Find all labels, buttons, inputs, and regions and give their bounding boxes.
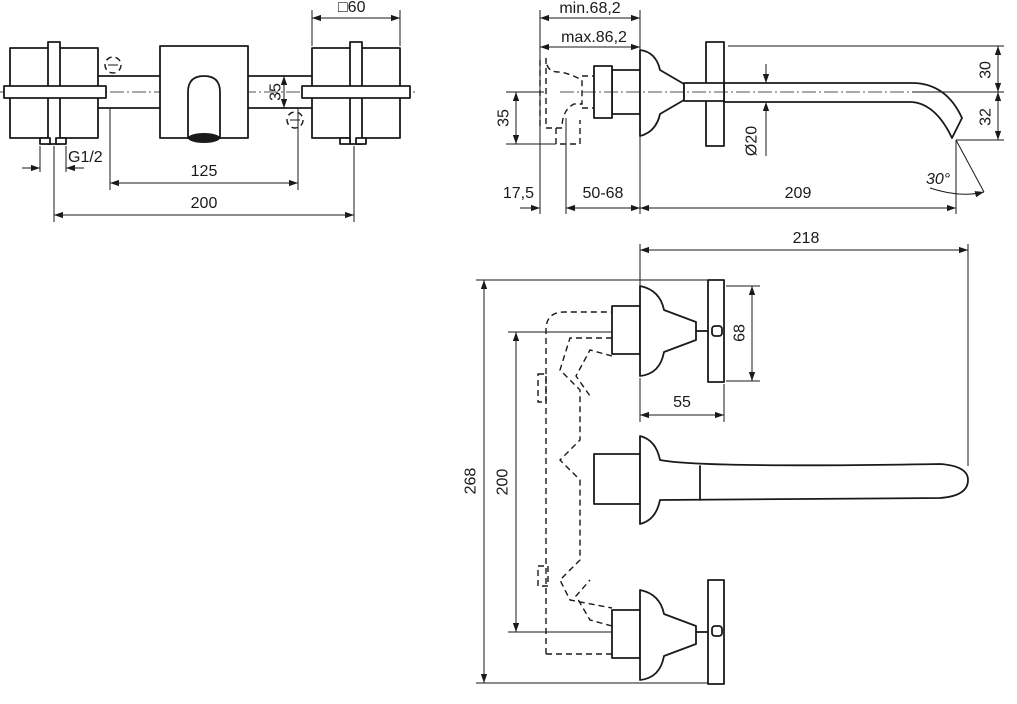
top-spout — [639, 435, 969, 525]
side-escutcheon — [639, 49, 685, 137]
side-view: min.68,2 max.86,2 35 30 32 Ø20 17,5 50-6… — [496, 0, 1004, 214]
label-32: 32 — [978, 108, 995, 126]
label-g12: G1/2 — [68, 149, 103, 166]
side-spout — [723, 82, 963, 139]
label-200-front: 200 — [191, 195, 218, 212]
label-209: 209 — [785, 185, 812, 202]
label-35-side: 35 — [496, 109, 513, 127]
label-square-60: □60 — [338, 0, 366, 16]
label-30: 30 — [978, 61, 995, 79]
front-view: □60 35 G1/2 125 200 — [0, 0, 415, 222]
top-lower-cartridge — [611, 609, 641, 659]
label-angle: 30° — [926, 171, 951, 188]
top-spout-cartridge — [593, 453, 641, 505]
label-268: 268 — [463, 468, 480, 495]
label-max: max.86,2 — [561, 29, 627, 46]
spout-plate — [159, 45, 249, 139]
top-lower-escutcheon — [639, 589, 697, 681]
top-upper-cartridge — [611, 305, 641, 355]
label-218: 218 — [793, 230, 820, 247]
top-upper-escutcheon — [639, 285, 697, 377]
label-68: 68 — [732, 324, 749, 342]
left-valve-handle — [3, 85, 107, 99]
label-min: min.68,2 — [559, 0, 620, 17]
label-200-top: 200 — [495, 469, 512, 496]
label-35-front: 35 — [268, 83, 285, 101]
label-125: 125 — [191, 163, 218, 180]
label-55: 55 — [673, 394, 691, 411]
label-50-68: 50-68 — [583, 185, 624, 202]
label-17-5: 17,5 — [503, 185, 534, 202]
spout-outlet — [188, 133, 220, 143]
label-d20: Ø20 — [744, 126, 761, 156]
right-valve-handle — [301, 85, 411, 99]
top-view: 218 68 55 268 200 — [463, 230, 969, 685]
